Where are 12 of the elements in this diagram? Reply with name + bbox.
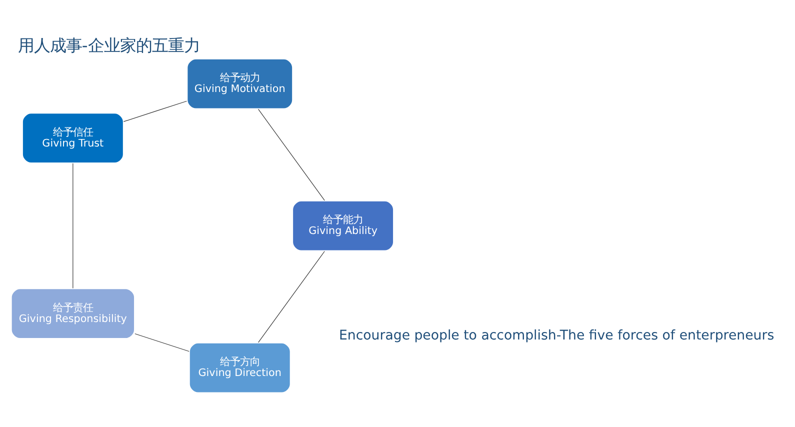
node-box: 给予动力 Giving Motivation (186, 57, 294, 110)
node-box: 给予能力 Giving Ability (292, 199, 395, 252)
connector (123, 100, 188, 122)
diagram-title: 用人成事-企业家的五重力 (18, 35, 200, 54)
connector (258, 108, 325, 200)
node-box: 给予责任 Giving Responsibility (10, 287, 136, 340)
node-box: 给予方向 Giving Direction (188, 341, 292, 394)
node-box: 给予信任 Giving Trust (21, 112, 124, 164)
label: Encourage people to accomplish-The five forces of enterpreneurs (338, 328, 774, 343)
connector (134, 332, 190, 352)
connector (72, 162, 74, 288)
connector (258, 250, 325, 342)
